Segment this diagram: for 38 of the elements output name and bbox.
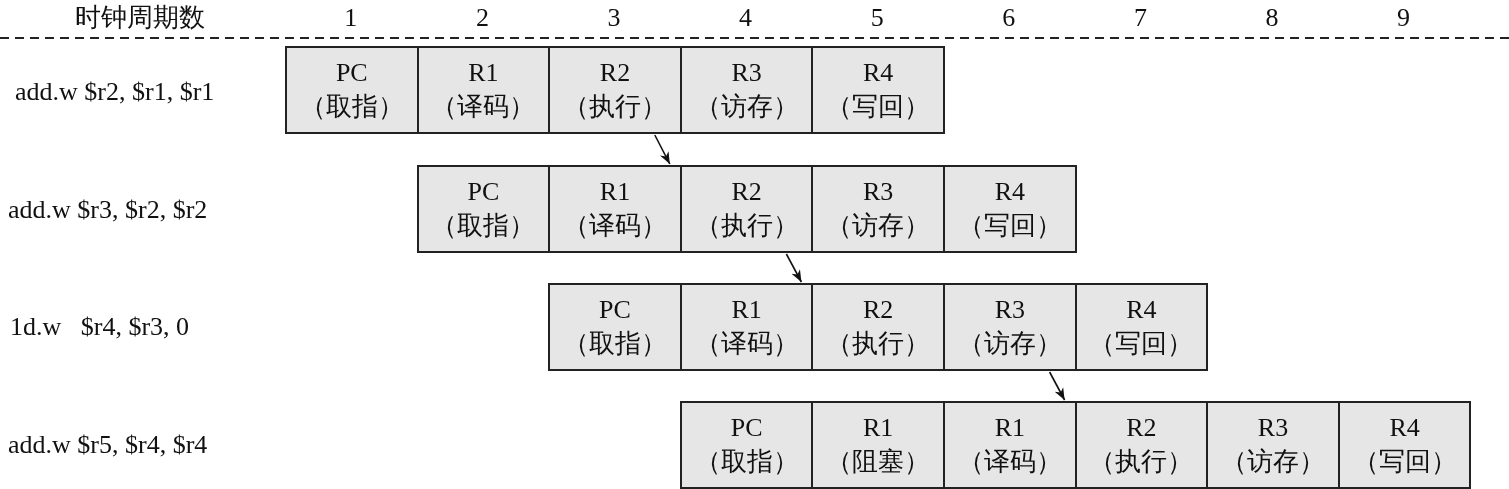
stage-box: PC （取指） — [679, 401, 814, 489]
instruction-text: add.w $r2, $r1, $r1 — [15, 76, 215, 108]
instruction-text: 1d.w $r4, $r3, 0 — [10, 311, 190, 343]
cycle-number: 8 — [1265, 2, 1279, 34]
stage-box: R4 （写回） — [1074, 283, 1209, 371]
stage-box: R2 （执行） — [679, 165, 814, 253]
stage-box: R2 （执行） — [1074, 401, 1209, 489]
stage-box: R3 （访存） — [811, 165, 945, 253]
stage-box: R1 （译码） — [943, 401, 1077, 489]
stage-box: R1 （译码） — [416, 46, 551, 134]
stage-box: PC （取指） — [416, 165, 551, 253]
stage-box: R3 （访存） — [679, 46, 814, 134]
cycle-number: 6 — [1002, 2, 1016, 34]
stage-box: R3 （访存） — [1206, 401, 1340, 489]
cycle-number: 9 — [1397, 2, 1411, 34]
stage-box: R3 （访存） — [943, 283, 1077, 371]
stage-box: R1 （译码） — [548, 165, 682, 253]
stage-box: R2 （执行） — [548, 46, 682, 134]
cycle-number: 3 — [607, 2, 621, 34]
arrow — [1048, 371, 1066, 401]
cycle-number: 7 — [1133, 2, 1147, 34]
cycle-number: 1 — [344, 2, 358, 34]
stage-box: PC （取指） — [285, 46, 419, 134]
stage-box: R2 （执行） — [811, 283, 945, 371]
instruction-text: add.w $r5, $r4, $r4 — [8, 429, 208, 461]
stage-box: R4 （写回） — [943, 165, 1077, 253]
axis-title: 时钟周期数 — [75, 2, 205, 34]
cycle-number: 5 — [870, 2, 884, 34]
cycle-number: 2 — [475, 2, 489, 34]
cycle-number: 4 — [739, 2, 753, 34]
stage-box: R1 （译码） — [679, 283, 814, 371]
stage-box: PC （取指） — [548, 283, 682, 371]
arrow — [654, 134, 671, 165]
stage-box: R4 （写回） — [1337, 401, 1472, 489]
arrow — [785, 253, 803, 283]
instruction-text: add.w $r3, $r2, $r2 — [8, 194, 208, 226]
stage-box: R1 （阻塞） — [811, 401, 945, 489]
stage-box: R4 （写回） — [811, 46, 945, 134]
